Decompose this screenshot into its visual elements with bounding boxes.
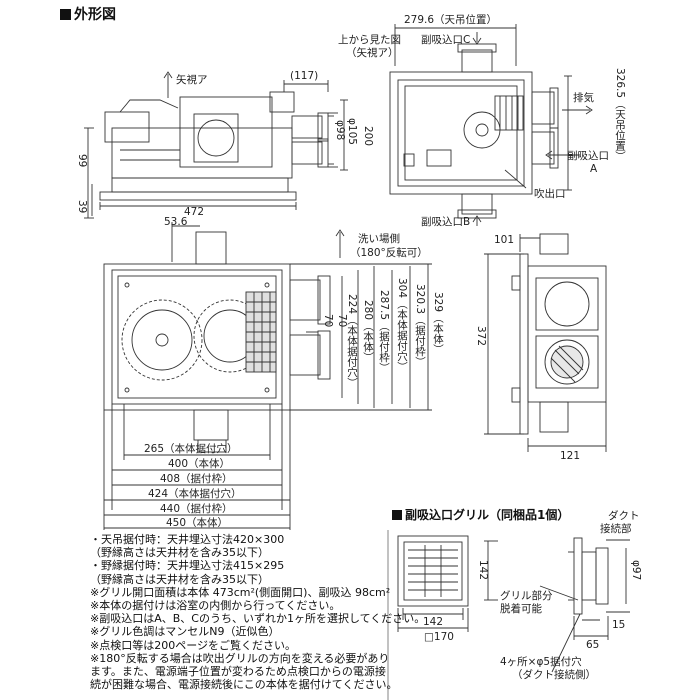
dim-450: 450（本体） (166, 517, 229, 529)
dim-53-6: 53.6 (164, 216, 188, 228)
dim-70-upper: 70 (322, 314, 334, 328)
note-line: ※グリル開口面積は本体 473cm²(側面開口)、副吸込 98cm² (90, 585, 391, 599)
front-view (484, 233, 607, 452)
dim-70-lower: 70 (336, 314, 348, 328)
dim-hanging-width: 279.6（天吊位置） (404, 14, 498, 26)
dim-65: 65 (586, 639, 600, 651)
dim-329: 329（本体） (432, 292, 444, 355)
dim-472: 472 (184, 206, 205, 218)
plan-view (103, 222, 432, 530)
dim-440: 440（据付枠） (160, 503, 233, 515)
dim-372: 372 (475, 326, 487, 347)
label-side-inlet-b: 副吸込口B (421, 216, 471, 228)
label-side-inlet-a: 副吸込口 (567, 150, 609, 162)
note-line: ※グリル色調はマンセルN9（近似色） (90, 625, 280, 639)
label-outlet: 吹出口 (534, 188, 566, 200)
note-line: ・天吊据付時：天井埋込寸法420×300 (90, 533, 285, 546)
label-duct-side: （ダクト接続側） (512, 669, 596, 681)
dim-200: 200 (362, 126, 374, 147)
dim-287-5: 287.5（据付枠） (378, 290, 390, 373)
dim-15: 15 (612, 619, 626, 631)
dim-400: 400（本体） (168, 458, 231, 470)
label-mounting-holes: 4ヶ所×φ5据付穴 (500, 656, 582, 668)
grille-front-view (397, 535, 498, 632)
label-detachable: 脱着可能 (500, 603, 542, 615)
dim-304: 304（本体据付穴） (396, 278, 408, 372)
dim-117: (117) (290, 70, 319, 82)
dim-phi97: φ97 (630, 560, 642, 581)
section-title-outline: 外形図 (60, 4, 116, 24)
dim-grille-142-v: 142 (477, 560, 489, 581)
dim-phi98: φ98 (334, 120, 346, 141)
label-duct-connection: 接続部 (600, 523, 632, 535)
note-line: ※副吸込口はA、B、Cのうち、いずれか1ヶ所を選択してください。 (90, 612, 426, 626)
dim-424: 424（本体据付穴） (148, 488, 242, 500)
dim-101: 101 (494, 234, 515, 246)
top-view (389, 24, 593, 226)
grille-side-view (539, 537, 630, 673)
dim-408: 408（据付枠） (160, 473, 233, 485)
label-side-inlet-c: 副吸込口C (421, 34, 471, 46)
dim-grille-142-h: 142 (423, 616, 444, 628)
section-marker (392, 509, 402, 520)
dim-265: 265（本体据付穴） (144, 443, 238, 455)
note-line: ※点検口等は200ページをご覧ください。 (90, 638, 296, 652)
dim-99: 99 (76, 154, 88, 168)
side-view (84, 71, 348, 219)
label-grille-part: グリル部分 (500, 590, 553, 602)
note-line: （野縁高さは天井材を含み35以下） (90, 572, 269, 586)
dim-121: 121 (560, 450, 581, 462)
note-line: ※180°反転する場合は吹出グリルの方向を変える必要があり (90, 651, 390, 665)
label-view-arrow: 矢視ア (176, 74, 208, 86)
dim-224: 224（本体据付穴） (346, 294, 358, 388)
dim-square-170: □170 (424, 631, 454, 643)
dim-phi105: φ105 (346, 118, 358, 145)
label-duct: ダクト (608, 510, 640, 522)
label-wash-side: 洗い場側 (358, 233, 400, 245)
note-line: ます。また、電源端子位置が変わるため点検口からの電源接 (90, 665, 386, 679)
label-wash-rotatable: （180°反転可） (350, 247, 428, 259)
note-line: ・野縁据付時：天井埋込寸法415×295 (90, 559, 285, 573)
note-line: （野縁高さは天井材を含み35以下） (90, 546, 269, 560)
note-line: ※本体の据付けは浴室の内側から行ってください。 (90, 599, 341, 613)
section-marker (60, 8, 71, 20)
label-exhaust: 排気 (573, 92, 594, 104)
dim-280: 280（本体） (362, 300, 374, 363)
dim-hanging-depth: 326.5（天吊位置） (614, 68, 626, 162)
note-line: 続が困難な場合、電源接続後にこの本体を据付けてください。 (90, 678, 398, 692)
section-title-grille: 副吸込口グリル（同梱品1個） (392, 506, 569, 523)
top-view-title: 上から見た図 (338, 34, 401, 46)
installation-notes: ・天吊据付時：天井埋込寸法420×300 （野縁高さは天井材を含み35以下） ・… (90, 533, 426, 692)
top-view-title-sub: （矢視ア） (346, 47, 399, 59)
dim-39: 39 (76, 200, 88, 214)
label-side-inlet-a-letter: A (590, 163, 598, 175)
dim-320-3: 320.3（据付枠） (414, 284, 426, 367)
